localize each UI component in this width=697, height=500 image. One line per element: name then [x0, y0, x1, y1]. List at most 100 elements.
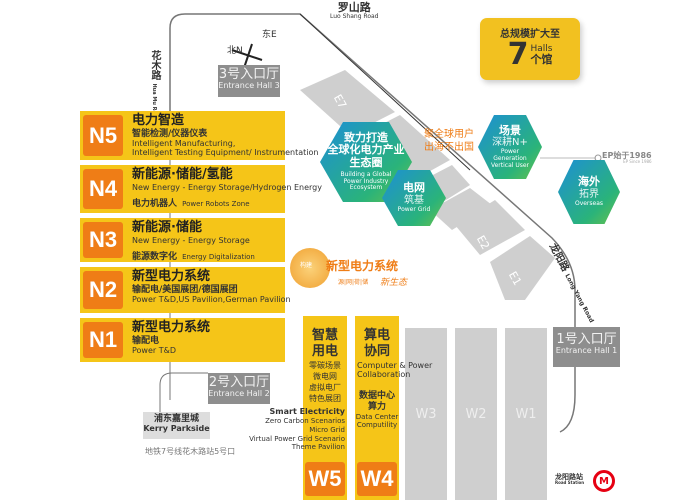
compass-north: 北N	[227, 46, 243, 56]
hall-e1	[490, 236, 555, 300]
hall-title: 新能源·储能	[132, 220, 202, 235]
hex-en: Overseas	[574, 199, 604, 207]
since-zh: EP始于1986	[602, 151, 652, 160]
hall-en: Power Robots Zone	[182, 200, 250, 209]
hex-title: 全球化电力产业	[327, 143, 405, 157]
hall-code: N2	[83, 271, 123, 309]
entrance-en: Entrance Hall 2	[208, 389, 270, 399]
station-zh: 龙阳路站	[555, 473, 583, 481]
global-line: 出海不出国	[424, 142, 474, 153]
hex-title: 生态圈	[349, 155, 383, 169]
hall-en: Power T&D	[132, 346, 177, 356]
hall-title: 协同	[363, 343, 390, 359]
hall-en: New Energy - Energy Storage	[132, 235, 250, 245]
hall-en: New Energy - Energy Storage/Hydrogen Ene…	[132, 182, 322, 192]
metro-logo-icon: M	[593, 470, 615, 492]
hall-en: Data Center	[355, 412, 399, 421]
hall-title: 用电	[311, 343, 338, 359]
hall-code: N1	[83, 322, 123, 358]
road-kerry-link	[159, 372, 208, 412]
hall-w3[interactable]: W3	[405, 328, 447, 500]
since-en: EP Since 1986	[623, 159, 652, 164]
hall-code: W4	[357, 462, 397, 496]
hall-en-item: Micro Grid	[309, 425, 345, 434]
hex-title: 电网	[403, 181, 425, 195]
road-label-huamu: 花木路 Hua Mu Road	[147, 50, 162, 121]
hall-e7	[300, 70, 395, 135]
hall-subtitle: 电力机器人	[132, 199, 178, 210]
hall-title: 新能源·储能/氢能	[132, 167, 233, 182]
hall-en-item: Zero Carbon Scenarios	[265, 417, 345, 425]
hall-item: 特色展团	[309, 393, 341, 403]
hall-subtitle: 数据中心	[358, 391, 395, 402]
road-name-zh: 花木路	[149, 50, 160, 80]
scale-line: 总规模扩大至	[500, 29, 560, 40]
hall-subtitle: 算力	[367, 401, 386, 412]
road-name-en: Luo Shang Road	[330, 12, 379, 20]
hex-title: 海外	[578, 175, 600, 189]
hall-subtitle: 智能检测/仪器仪表	[132, 128, 208, 139]
hall-code: N3	[83, 222, 123, 258]
entrance-zh: 2号入口厅	[208, 375, 270, 390]
hex-subtitle: 筑基	[404, 195, 424, 207]
hall-en-title: Smart Electricity	[269, 407, 345, 416]
hex-en: Power Generation Vertical User	[490, 147, 530, 169]
kerry-parkside[interactable]: 浦东嘉里城 Kerry Parkside	[143, 412, 210, 439]
hall-en: Collaboration	[357, 369, 411, 379]
global-line: 聚全球用户	[424, 129, 474, 140]
hall-en: Computility	[356, 421, 398, 430]
hall-title: 新型电力系统	[132, 320, 211, 335]
hall-title: 算电	[363, 328, 390, 343]
hall-e3	[430, 188, 492, 230]
hall-e2	[455, 200, 525, 255]
hall-w1[interactable]: W1	[505, 328, 547, 500]
hall-en-item: Theme Pavilion	[291, 443, 345, 452]
hall-title: 新型电力系统	[132, 269, 211, 284]
compass-east: 东E	[262, 30, 277, 40]
hex-title: 致力打造	[344, 130, 388, 144]
global-text: 聚全球用户出海不出国	[424, 128, 474, 154]
hall-w5[interactable]: 智慧 用电 零碳场景微电网虚拟电厂特色展团 W5	[303, 316, 347, 500]
hall-en: Intelligent Manufacturing,	[132, 139, 236, 149]
hall-code: N5	[83, 115, 123, 156]
hall-en: Computer & Power	[357, 361, 433, 370]
hall-code: N4	[83, 169, 123, 209]
hall-title: 电力智造	[132, 113, 185, 128]
hall-en: Intelligent Testing Equipment/ Instrumen…	[132, 148, 319, 158]
hall-subtitle: 输配电/美国展团/德国展团	[132, 284, 238, 295]
road-label-luoshan: 罗山路 Luo Shang Road	[330, 2, 378, 20]
kerry-en: Kerry Parkside	[143, 424, 210, 434]
hall-code: W5	[305, 462, 345, 496]
badge-prefix: 构建	[300, 262, 313, 269]
compass-icon	[231, 43, 263, 69]
hall-en: Power T&D,US Pavilion,German Pavilion	[132, 295, 291, 305]
hall-count: 7	[507, 37, 529, 72]
hall-item: 虚拟电厂	[309, 382, 341, 392]
entrance-zh: 1号入口厅	[556, 332, 617, 347]
hex-subtitle: 拓界	[579, 189, 599, 201]
kerry-zh: 浦东嘉里城	[153, 414, 199, 424]
hall-subtitle: 输配电	[132, 335, 160, 346]
hex-en: Power Grid	[397, 205, 431, 213]
hall-item: 零碳场景	[309, 361, 341, 371]
hall-w2[interactable]: W2	[455, 328, 497, 500]
divider-line	[299, 13, 471, 171]
hex-en: Building a Global Power Industry Ecosyst…	[340, 170, 392, 192]
unit-zh: 个馆	[530, 52, 553, 66]
hall-subtitle: 能源数字化	[132, 252, 178, 263]
hall-en-item: Virtual Power Grid Scenario	[249, 434, 345, 443]
hex-title: 场景	[499, 123, 521, 137]
